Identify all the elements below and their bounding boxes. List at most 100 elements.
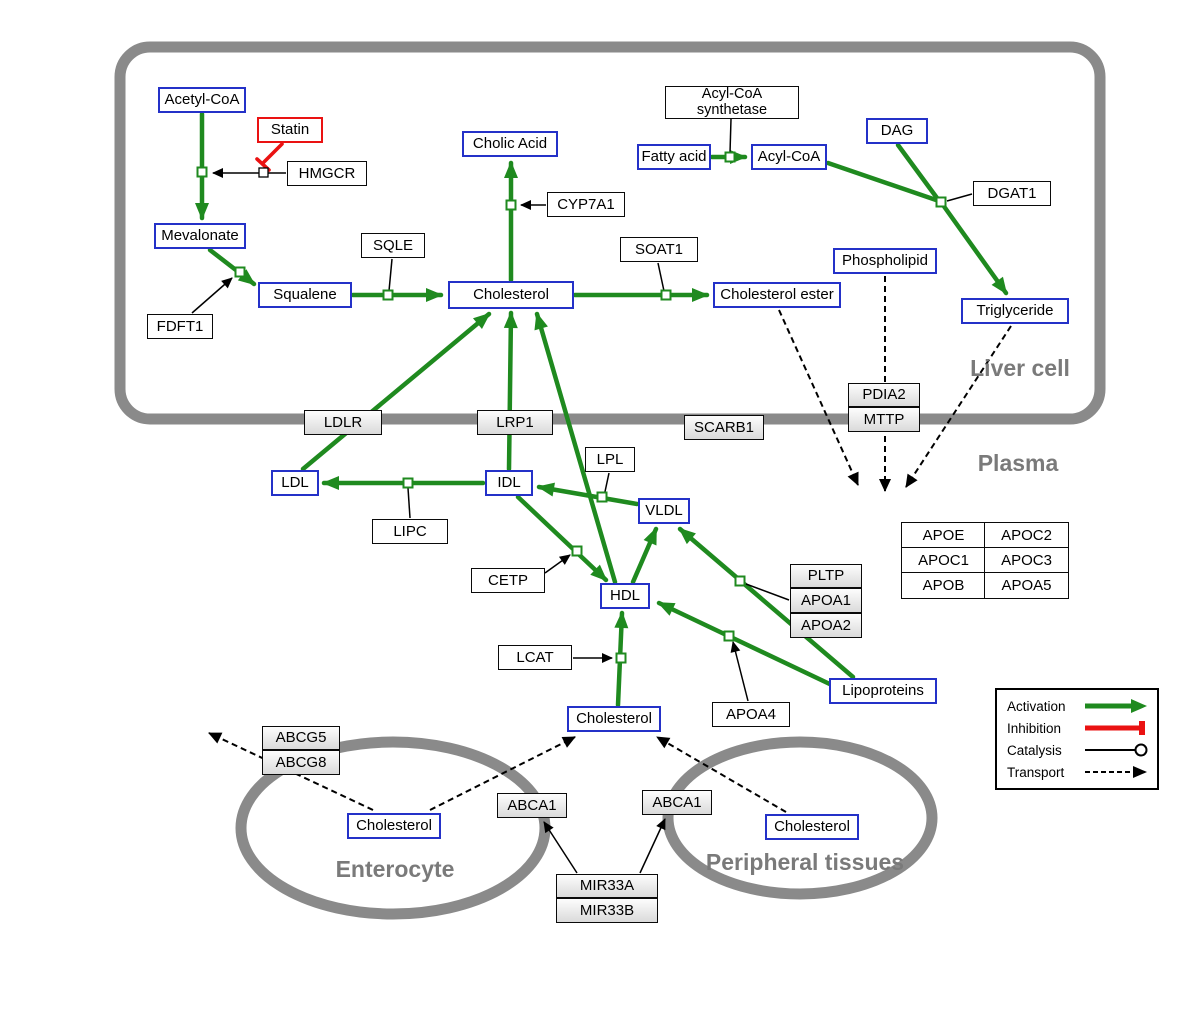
node-squalene[interactable]: Squalene — [258, 282, 352, 308]
node-hdl[interactable]: HDL — [600, 583, 650, 609]
node-dag[interactable]: DAG — [866, 118, 928, 144]
node-mttp[interactable]: MTTP — [848, 407, 920, 432]
node-lrp1[interactable]: LRP1 — [477, 410, 553, 435]
edge-hdl-cholesterol-liver — [534, 311, 618, 585]
transport-enterocyte-cholesterol — [429, 736, 576, 811]
node-cholesterol-plasma[interactable]: Cholesterol — [567, 706, 661, 732]
legend: Activation Inhibition Catalysis Transpor… — [995, 688, 1159, 790]
edge-lipoproteins-vldl — [677, 526, 856, 680]
connector-cetp — [544, 554, 571, 574]
reaction-node-dgat1 — [935, 196, 947, 208]
node-apoa4[interactable]: APOA4 — [712, 702, 790, 727]
node-mir33a[interactable]: MIR33A — [556, 874, 658, 898]
transport-cholesterolester-plasma — [778, 309, 859, 486]
reaction-node-lipc — [402, 477, 414, 489]
node-cholesterol-peripheral[interactable]: Cholesterol — [765, 814, 859, 840]
peripheral-tissues-membrane — [662, 736, 938, 900]
node-cetp[interactable]: CETP — [471, 568, 545, 593]
reaction-node-cetp — [571, 545, 583, 557]
node-apoa5[interactable]: APOA5 — [984, 572, 1069, 599]
node-fatty-acid[interactable]: Fatty acid — [637, 144, 711, 170]
legend-transport-label: Transport — [1007, 764, 1065, 780]
node-cholesterol-liver[interactable]: Cholesterol — [448, 281, 574, 309]
connector-mir33-abca1-left — [543, 821, 578, 874]
node-phospholipid[interactable]: Phospholipid — [833, 248, 937, 274]
transport-triglyceride-plasma — [905, 325, 1012, 488]
node-apoa2[interactable]: APOA2 — [790, 613, 862, 638]
node-cyp7a1[interactable]: CYP7A1 — [547, 192, 625, 217]
node-pdia2[interactable]: PDIA2 — [848, 383, 920, 407]
edge-dgat1node-triglyceride — [940, 202, 1009, 296]
node-lcat[interactable]: LCAT — [498, 645, 572, 670]
edge-acylcoa-dgat1node — [825, 160, 942, 204]
node-acyl-coa-synthetase[interactable]: Acyl-CoA synthetase — [665, 86, 799, 119]
node-mir33b[interactable]: MIR33B — [556, 898, 658, 923]
node-apoc3[interactable]: APOC3 — [984, 547, 1069, 574]
connector-acylcoa-synthetase — [729, 118, 732, 154]
node-cholesterol-ester[interactable]: Cholesterol ester — [713, 282, 841, 308]
reaction-node-fdft1 — [234, 266, 246, 278]
node-apoc2[interactable]: APOC2 — [984, 522, 1069, 549]
edge-lipoproteins-hdl — [656, 600, 839, 690]
edge-vldl-idl — [536, 482, 640, 507]
node-idl[interactable]: IDL — [485, 470, 533, 496]
node-apoc1[interactable]: APOC1 — [901, 547, 986, 574]
legend-row-transport: Transport — [1007, 763, 1149, 781]
reaction-node-lcat — [615, 652, 627, 664]
node-acetyl-coa[interactable]: Acetyl-CoA — [158, 87, 246, 113]
node-apob[interactable]: APOB — [901, 572, 986, 599]
reaction-node-hmgcr — [196, 166, 208, 178]
connector-sqle — [388, 258, 393, 292]
node-sqle[interactable]: SQLE — [361, 233, 425, 258]
node-lipc[interactable]: LIPC — [372, 519, 448, 544]
connector-pltp-stack — [745, 583, 790, 601]
edge-idl-hdl — [515, 494, 609, 583]
legend-row-inhibition: Inhibition — [1007, 719, 1149, 737]
node-abcg5[interactable]: ABCG5 — [262, 726, 340, 750]
node-soat1[interactable]: SOAT1 — [620, 237, 698, 262]
reaction-node-pltp — [734, 575, 746, 587]
edge-dag-dgat1node — [895, 142, 940, 201]
acyl-coa-synthetase-line2: synthetase — [696, 101, 768, 118]
node-scarb1[interactable]: SCARB1 — [684, 415, 764, 440]
node-abca1-peripheral[interactable]: ABCA1 — [642, 790, 712, 815]
liver-cell-membrane — [114, 41, 1106, 425]
node-apoe[interactable]: APOE — [901, 522, 986, 549]
node-ldl[interactable]: LDL — [271, 470, 319, 496]
connector-mir33-abca1-right — [639, 818, 666, 874]
node-cholesterol-enterocyte[interactable]: Cholesterol — [347, 813, 441, 839]
legend-row-activation: Activation — [1007, 697, 1149, 715]
liver-cell-label: Liver cell — [970, 355, 1070, 381]
node-triglyceride[interactable]: Triglyceride — [961, 298, 1069, 324]
reaction-node-soat1 — [660, 289, 672, 301]
node-lpl[interactable]: LPL — [585, 447, 635, 472]
edge-mevalonate-squalene — [207, 247, 257, 287]
connector-dgat1 — [946, 193, 973, 202]
node-vldl[interactable]: VLDL — [638, 498, 690, 524]
node-abca1-enterocyte[interactable]: ABCA1 — [497, 793, 567, 818]
node-lipoproteins[interactable]: Lipoproteins — [829, 678, 937, 704]
node-acyl-coa[interactable]: Acyl-CoA — [751, 144, 827, 170]
catalysis-circle-icon — [1085, 743, 1148, 757]
inhibition-tbar-icon — [1085, 721, 1145, 735]
reaction-node-acylcoa-synthetase — [724, 151, 736, 163]
enterocyte-label: Enterocyte — [335, 856, 455, 882]
node-abcg8[interactable]: ABCG8 — [262, 750, 340, 775]
node-mevalonate[interactable]: Mevalonate — [154, 223, 246, 249]
node-hmgcr[interactable]: HMGCR — [287, 161, 367, 186]
node-statin[interactable]: Statin — [257, 117, 323, 143]
node-pltp[interactable]: PLTP — [790, 564, 862, 588]
node-fdft1[interactable]: FDFT1 — [147, 314, 213, 339]
node-cholic-acid[interactable]: Cholic Acid — [462, 131, 558, 157]
edge-idl-cholesterol-liver — [503, 310, 518, 472]
reaction-node-cyp7a1 — [505, 199, 517, 211]
node-ldlr[interactable]: LDLR — [304, 410, 382, 435]
peripheral-tissues-label: Peripheral tissues — [705, 849, 905, 875]
connector-lipc — [407, 487, 411, 519]
node-apoa1[interactable]: APOA1 — [790, 588, 862, 613]
reaction-node-lpl — [596, 491, 608, 503]
activation-arrow-icon — [1085, 699, 1147, 713]
node-dgat1[interactable]: DGAT1 — [973, 181, 1051, 206]
